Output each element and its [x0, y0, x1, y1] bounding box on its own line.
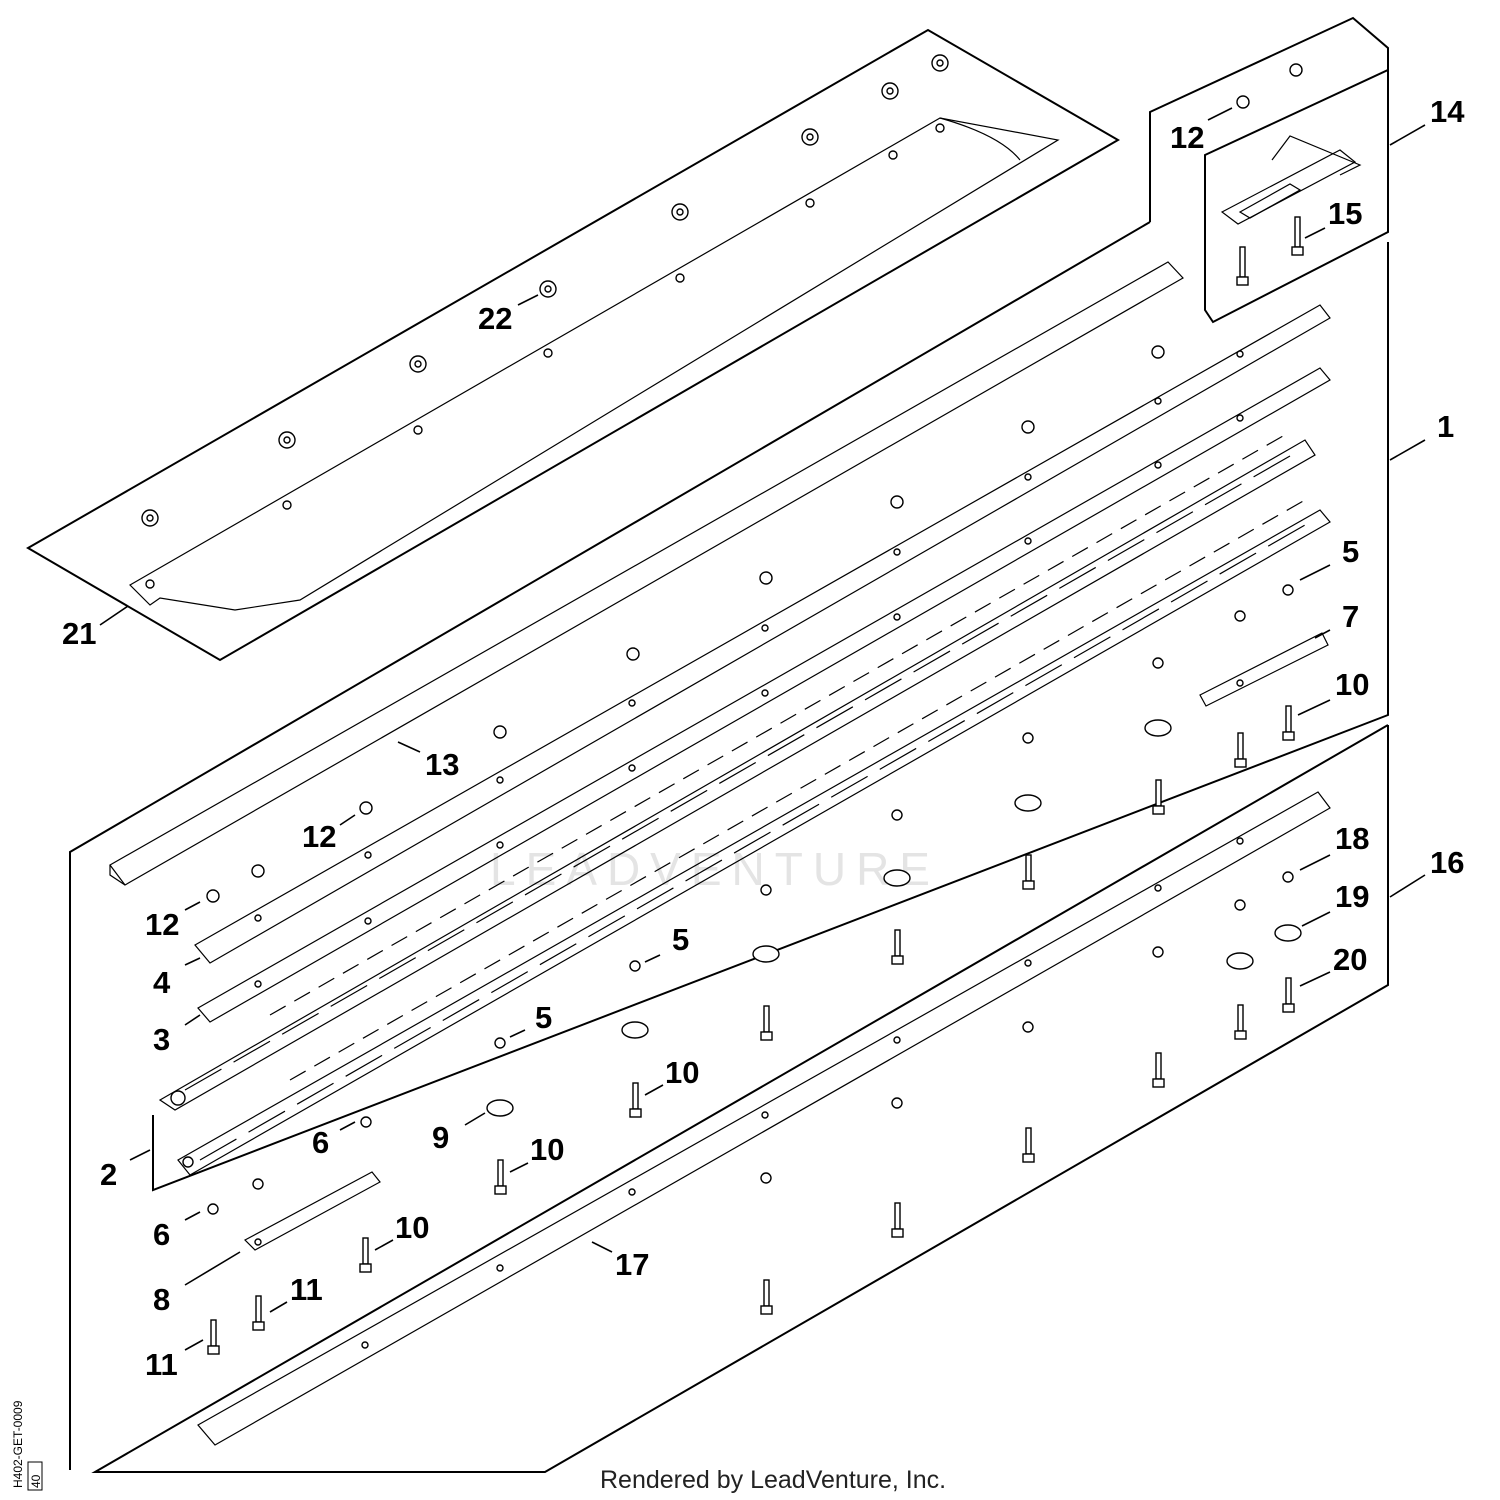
panel-main-left: [69, 221, 1151, 1470]
bushings-washers: [207, 584, 1302, 1215]
callout-12b: 12: [302, 819, 336, 854]
callout-5b: 5: [672, 922, 689, 957]
lock-nuts: [206, 63, 1303, 903]
callout-12a: 12: [1170, 120, 1204, 155]
callout-18: 18: [1335, 821, 1369, 856]
footer-credit: Rendered by LeadVenture, Inc.: [600, 1466, 946, 1494]
callout-9: 9: [432, 1120, 449, 1155]
callouts: 1 2 3 4 5 5 5 6 6 7 8 9 10 10 10 10 11 1…: [62, 94, 1465, 1382]
callout-3: 3: [153, 1022, 170, 1057]
panel-blades: [152, 242, 1389, 1192]
blade-guard: [1220, 135, 1362, 225]
blade-cover: [129, 117, 1060, 611]
doc-page-box: [27, 1461, 43, 1491]
callout-21: 21: [62, 616, 96, 651]
callout-15: 15: [1328, 196, 1362, 231]
leader-lines: [99, 107, 1426, 1351]
callout-7: 7: [1342, 599, 1359, 634]
cutting-blade-upper: [158, 431, 1316, 1111]
callout-12c: 12: [145, 907, 179, 942]
clamp-plate-right: [1199, 632, 1329, 707]
callout-10d: 10: [395, 1210, 429, 1245]
callout-1: 1: [1437, 409, 1454, 444]
callout-19: 19: [1335, 879, 1369, 914]
doc-id: H402-GET-0009: [11, 1400, 25, 1488]
callout-4: 4: [153, 965, 171, 1000]
top-rail: [194, 304, 1331, 964]
grommets: [141, 54, 949, 527]
guard-strip: [109, 261, 1184, 886]
doc-page: 40: [29, 1474, 43, 1488]
watermark: LEADVENTURE: [490, 843, 940, 895]
callout-16: 16: [1430, 845, 1464, 880]
callout-14: 14: [1430, 94, 1465, 129]
panel-gear-bar: [91, 724, 1389, 1473]
callout-6b: 6: [153, 1217, 170, 1252]
callout-5c: 5: [535, 1000, 552, 1035]
callout-10b: 10: [665, 1055, 699, 1090]
callout-10a: 10: [1335, 667, 1369, 702]
callout-17: 17: [615, 1247, 649, 1282]
panel-blade-cover: [26, 28, 1120, 662]
callout-5a: 5: [1342, 534, 1359, 569]
callout-2: 2: [100, 1157, 117, 1192]
callout-22: 22: [478, 301, 512, 336]
clamp-plate-left: [244, 1171, 381, 1251]
callout-20: 20: [1333, 942, 1367, 977]
callout-11b: 11: [290, 1272, 323, 1307]
panel-blade-guard: [1204, 68, 1389, 324]
gear-bar: [197, 791, 1331, 1446]
callout-6a: 6: [312, 1125, 329, 1160]
screws: [207, 216, 1304, 1355]
callout-11a: 11: [145, 1347, 178, 1382]
callout-8: 8: [153, 1282, 170, 1317]
cutting-blade-lower: [177, 499, 1331, 1176]
spacer-rail: [197, 367, 1331, 1023]
callout-10c: 10: [530, 1132, 564, 1167]
callout-13: 13: [425, 747, 459, 782]
